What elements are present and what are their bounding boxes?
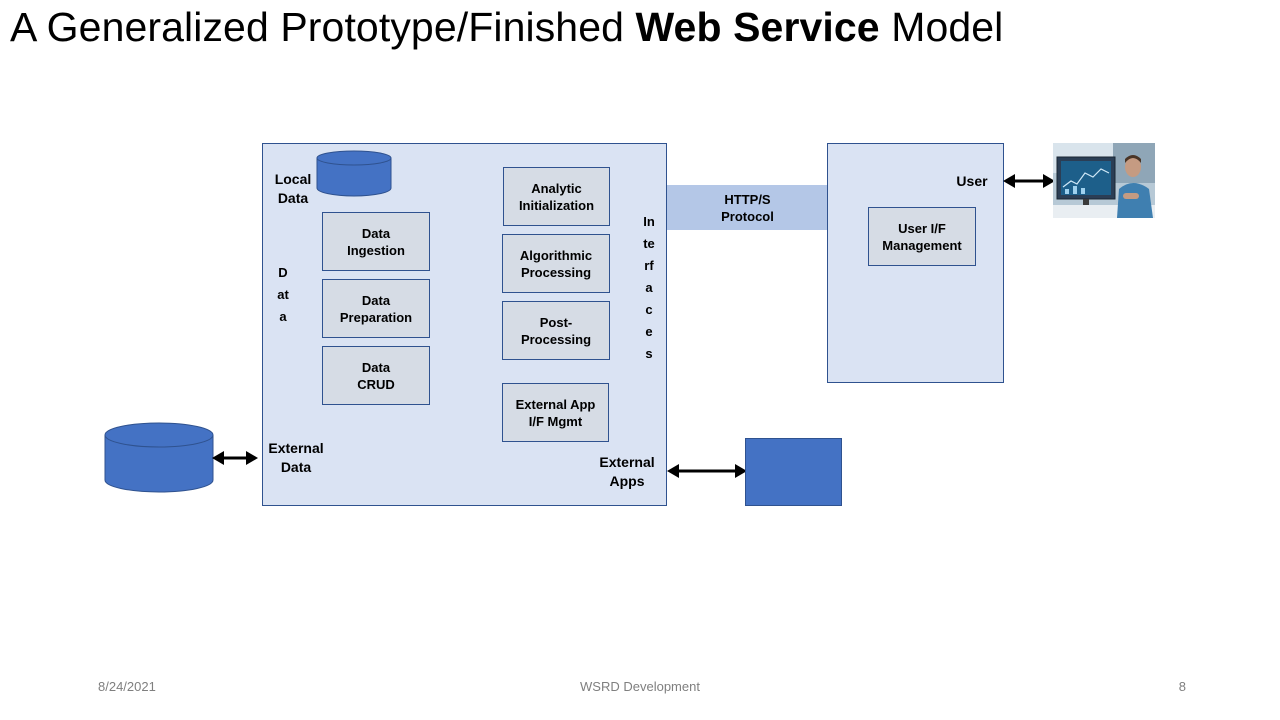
user-if-management-box: User I/F Management [868,207,976,266]
algorithmic-processing-box: Algorithmic Processing [502,234,610,293]
external-app-if-mgmt-label: External App I/F Mgmt [515,396,596,429]
algorithmic-processing-label: Algorithmic Processing [519,247,593,280]
http-protocol-band: HTTP/S Protocol [667,185,828,230]
title-part-1: A Generalized Prototype/Finished [10,4,636,50]
user-if-management-label: User I/F Management [882,220,962,253]
external-app-block [745,438,842,506]
data-ingestion-label: Data Ingestion [347,225,405,258]
analytic-initialization-label: Analytic Initialization [518,180,595,213]
external-app-if-mgmt-box: External App I/F Mgmt [502,383,609,442]
footer-center-text: WSRD Development [580,679,700,694]
data-ingestion-box: Data Ingestion [322,212,430,271]
data-crud-label: Data CRUD [357,359,395,392]
external-data-double-arrow-icon [212,451,258,465]
local-data-label: Local Data [274,171,312,206]
data-vertical-label: Data [277,265,289,324]
external-data-cylinder-icon [104,422,214,493]
footer-date: 8/24/2021 [98,679,156,694]
external-apps-double-arrow-icon [667,464,747,478]
slide-title: A Generalized Prototype/Finished Web Ser… [10,4,1003,51]
local-data-cylinder-icon [316,150,392,197]
data-preparation-box: Data Preparation [322,279,430,338]
external-apps-label: External Apps [599,454,655,489]
external-data-label: External Data [268,440,324,475]
data-preparation-label: Data Preparation [339,292,413,325]
user-double-arrow-icon [1003,174,1055,188]
user-at-computer-photo [1053,143,1155,218]
interfaces-vertical-label: Interfaces [643,214,655,361]
footer-page-number: 8 [1178,679,1186,694]
post-processing-box: Post- Processing [502,301,610,360]
data-crud-box: Data CRUD [322,346,430,405]
user-label: User [956,173,988,189]
title-part-2: Model [879,4,1004,50]
post-processing-label: Post- Processing [520,314,592,347]
title-bold: Web Service [635,4,880,50]
http-protocol-label: HTTP/S Protocol [721,191,774,224]
analytic-initialization-box: Analytic Initialization [503,167,610,226]
